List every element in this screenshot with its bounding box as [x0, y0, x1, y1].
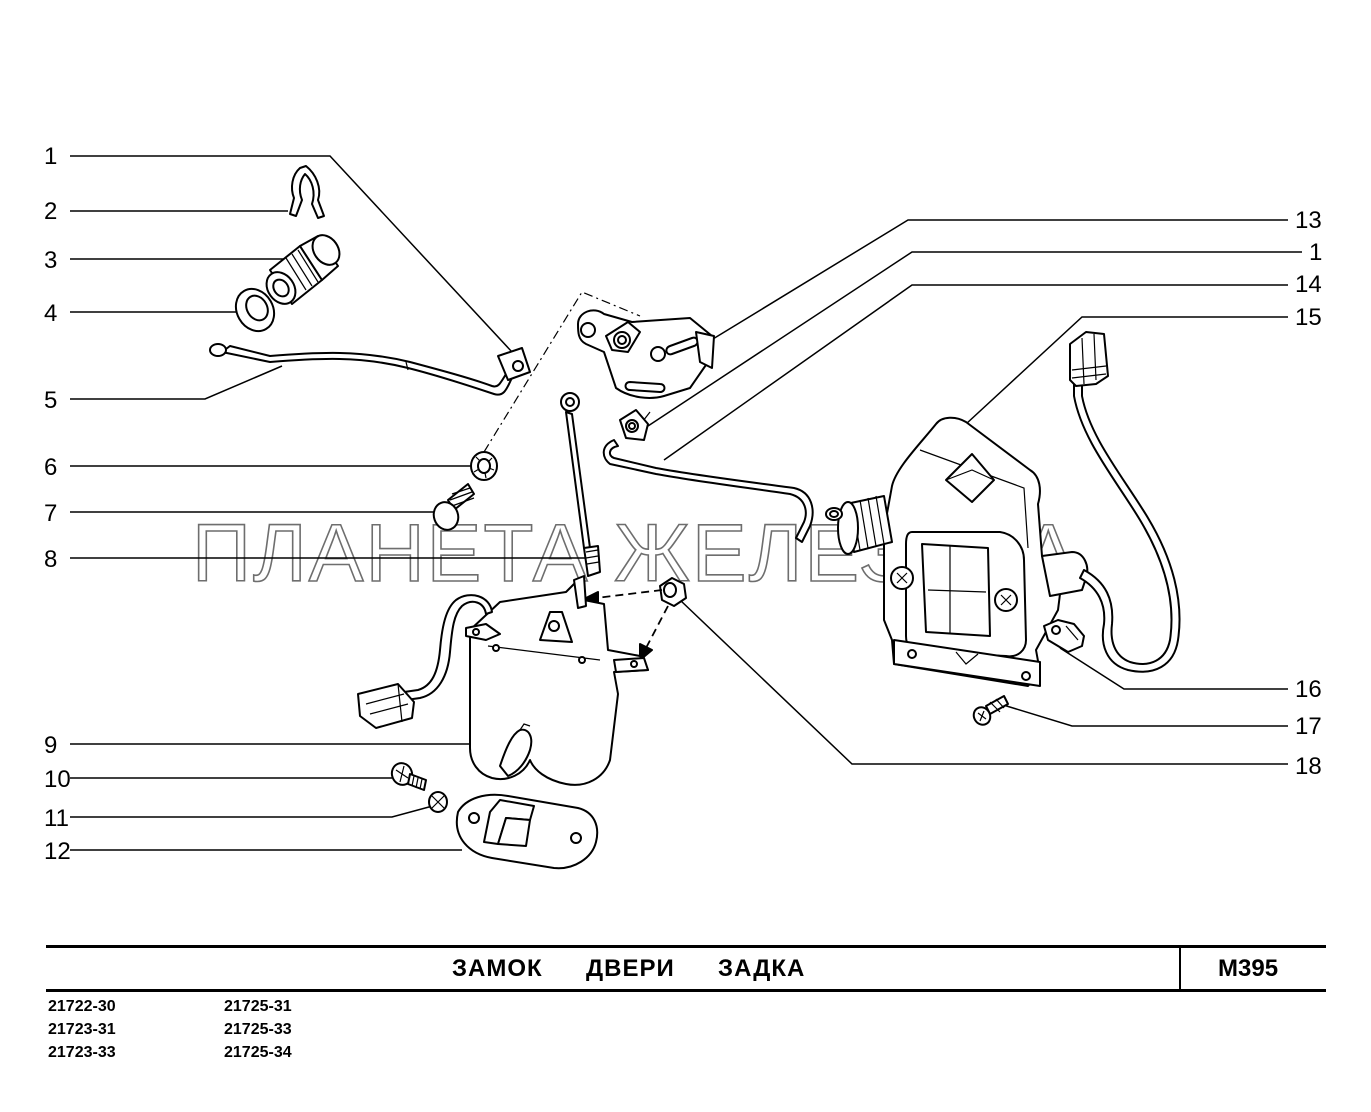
title-block-divider: [1179, 945, 1181, 992]
part-3-lock-cylinder: [265, 234, 341, 305]
part-18-nut: [659, 577, 687, 607]
callout-7: 7: [44, 500, 57, 527]
leader-1r: [647, 251, 1302, 427]
callout-9: 9: [44, 732, 57, 759]
callout-11: 11: [44, 805, 69, 832]
part-4-seal-ring: [234, 287, 276, 333]
callout-10: 10: [44, 766, 71, 793]
leader-15: [965, 316, 1288, 425]
callout-13: 13: [1295, 207, 1322, 234]
model-list-col2-item: 21725-34: [224, 1044, 292, 1061]
part-1-clip: [619, 409, 649, 441]
part-17-screw: [972, 695, 1009, 726]
part-11-nut: [428, 791, 448, 813]
callout-18: 18: [1295, 753, 1322, 780]
callout-1-right: 1: [1309, 239, 1322, 266]
part-2-spring-clip: [289, 165, 325, 219]
part-13-lever-plate: [577, 309, 715, 399]
leader-5: [70, 365, 283, 400]
assembly-arrows: [583, 589, 669, 661]
part-15-actuator: [825, 416, 1089, 687]
callout-2: 2: [44, 198, 57, 225]
leader-14: [663, 284, 1288, 461]
callout-3: 3: [44, 247, 57, 274]
model-list-col1-item: 21723-31: [48, 1021, 116, 1038]
leader-13: [707, 219, 1288, 343]
callout-5: 5: [44, 387, 57, 414]
callout-8: 8: [44, 546, 57, 573]
title-block-top-rule: [46, 945, 1326, 948]
model-list-col1-item: 21722-30: [48, 998, 116, 1015]
model-list-col2-item: 21725-33: [224, 1021, 292, 1038]
part-7-bolt: [432, 483, 475, 531]
callout-14: 14: [1295, 271, 1322, 298]
part-9-lock-body: [357, 575, 649, 786]
part-16-bracket: [1043, 619, 1085, 653]
leader-1: [70, 155, 513, 353]
leader-16: [1059, 647, 1288, 690]
title-block-bottom-rule: [46, 989, 1326, 992]
leader-18: [679, 599, 1288, 765]
model-list-col2-item: 21725-31: [224, 998, 292, 1015]
part-6-washer: [470, 451, 498, 481]
part-12-striker: [455, 793, 599, 870]
callout-12: 12: [44, 838, 71, 865]
part-5-rod: [209, 343, 531, 396]
part-10-screw: [390, 762, 427, 791]
leader-lines: [70, 155, 1302, 851]
callout-17: 17: [1295, 713, 1322, 740]
callout-6: 6: [44, 454, 57, 481]
callout-1: 1: [44, 143, 57, 170]
callouts-left: 1 2 3 4 5 6 7 8 9 10 11 12: [44, 143, 71, 865]
callouts-right: 13 1 14 15 16 17 18: [1295, 207, 1322, 780]
part-15-wiring: [1069, 331, 1181, 673]
document-title: ЗАМОК ДВЕРИ ЗАДКА: [452, 955, 806, 982]
part-8-link-rod: [560, 392, 601, 577]
model-list-col1-item: 21723-33: [48, 1044, 116, 1061]
leader-11: [70, 803, 441, 818]
document-code: М395: [1218, 955, 1279, 982]
callout-15: 15: [1295, 304, 1322, 331]
part-14-rod: [602, 439, 814, 543]
callout-4: 4: [44, 300, 57, 327]
callout-16: 16: [1295, 676, 1322, 703]
leader-17: [999, 703, 1288, 727]
